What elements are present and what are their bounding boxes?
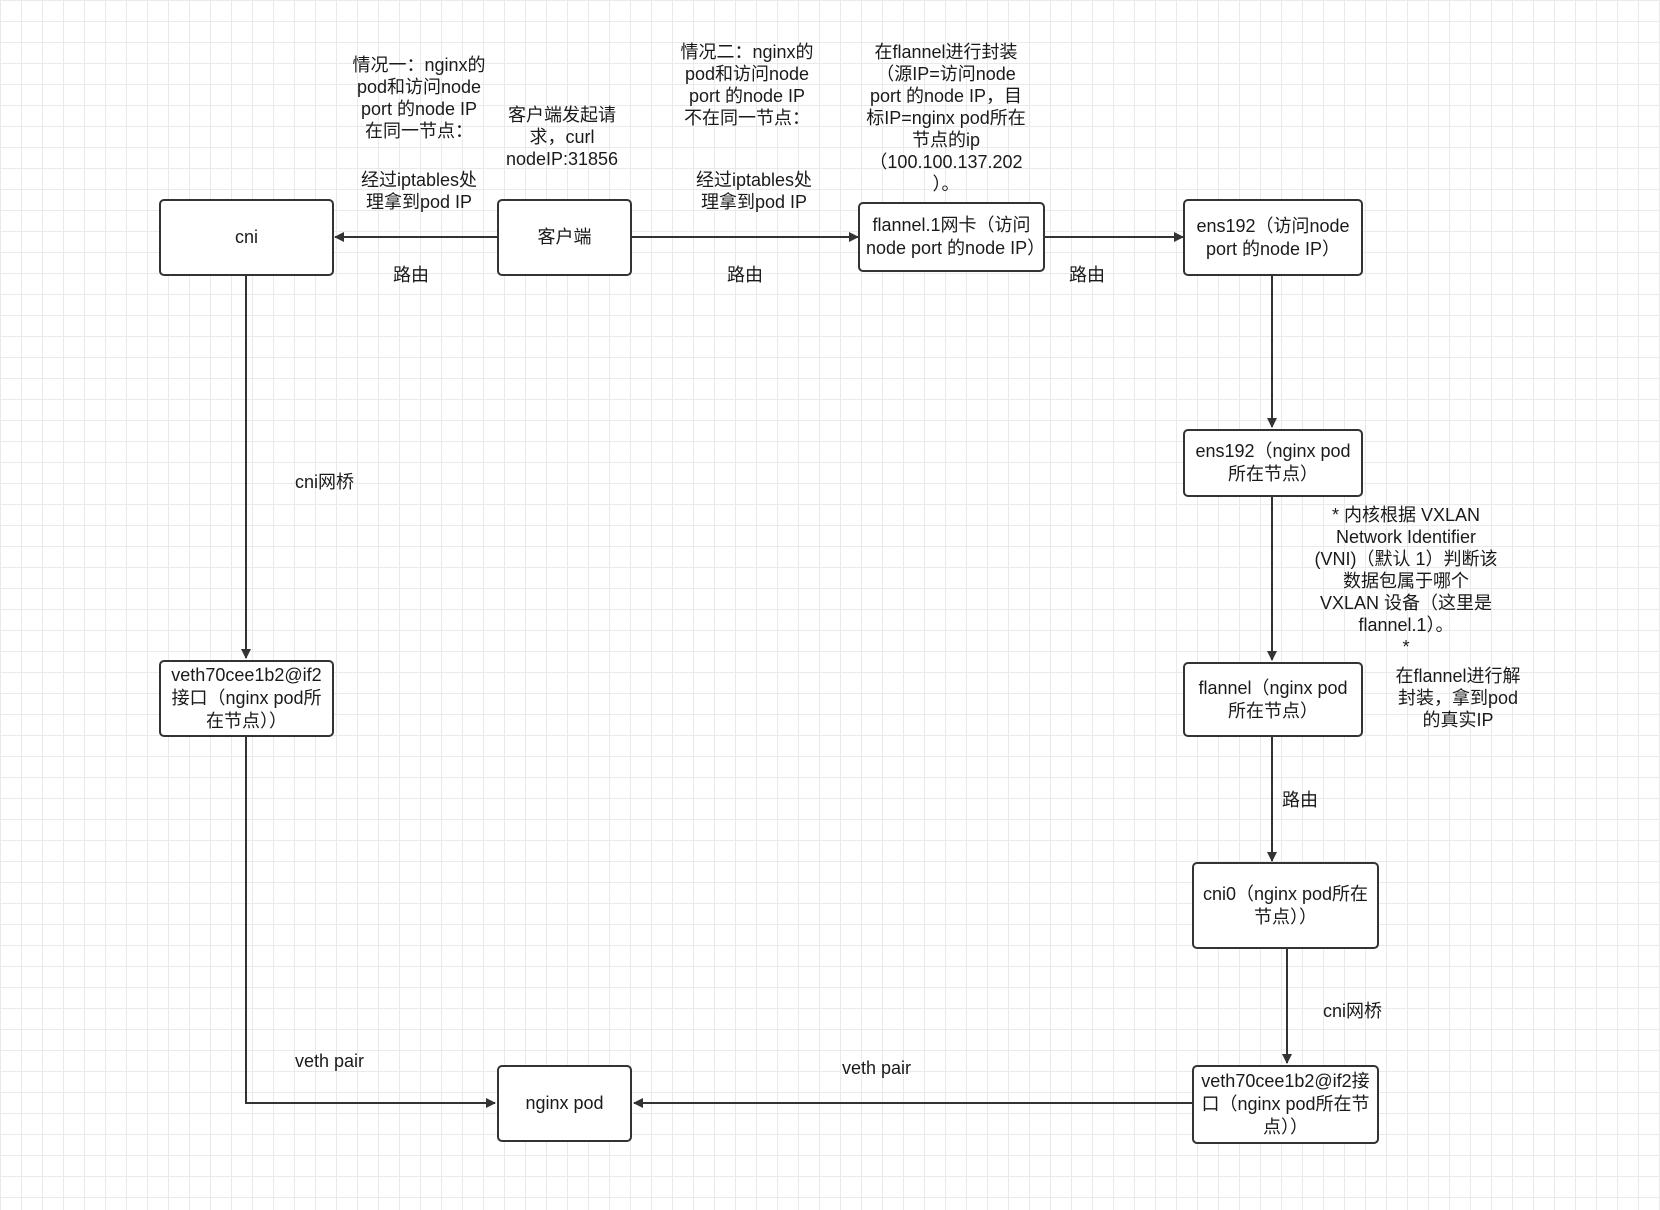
label-cni-bridge-left: cni网桥 (295, 472, 355, 492)
node-ens192-access: ens192（访问node port 的node IP） (1183, 199, 1363, 276)
label-route-client-cni: 路由 (393, 265, 429, 285)
node-ens192-nginx: ens192（nginx pod所在节点） (1183, 429, 1363, 497)
note-client-request: 客户端发起请 求，curl nodeIP:31856 (505, 105, 619, 169)
label-route-flannel-cni0: 路由 (1282, 790, 1318, 810)
note-case1: 情况一：nginx的 pod和访问node port 的node IP 在同一节… (352, 55, 486, 141)
note-decap: 在flannel进行解 封装，拿到pod 的真实IP (1395, 666, 1521, 730)
node-veth-left: veth70cee1b2@if2接口（nginx pod所在节点）） (159, 660, 334, 737)
note-case2-iptables: 经过iptables处 理拿到pod IP (695, 170, 813, 212)
note-vni: * 内核根据 VXLAN Network Identifier (VNI)（默认… (1314, 505, 1498, 657)
node-cni: cni (159, 199, 334, 276)
node-flannel1: flannel.1网卡（访问node port 的node IP） (858, 202, 1045, 272)
node-nginx-pod: nginx pod (497, 1065, 632, 1142)
note-case1-iptables: 经过iptables处 理拿到pod IP (360, 170, 478, 212)
label-veth-pair-left: veth pair (295, 1051, 365, 1071)
note-case2: 情况二：nginx的 pod和访问node port 的node IP 不在同一… (680, 42, 814, 128)
node-flannel-nginx: flannel（nginx pod所在节点） (1183, 662, 1363, 737)
label-route-client-flannel: 路由 (727, 265, 763, 285)
label-cni-bridge-right: cni网桥 (1323, 1001, 1383, 1021)
note-encap: 在flannel进行封装 （源IP=访问node port 的node IP，目… (866, 42, 1026, 194)
label-route-flannel-ens: 路由 (1069, 265, 1105, 285)
node-cni0: cni0（nginx pod所在节点）） (1192, 862, 1379, 949)
node-veth-right: veth70cee1b2@if2接口（nginx pod所在节点）） (1192, 1065, 1379, 1144)
edge-veth-left-to-nginx-pod (245, 736, 496, 1108)
node-client: 客户端 (497, 199, 632, 276)
label-veth-pair-right: veth pair (842, 1058, 912, 1078)
